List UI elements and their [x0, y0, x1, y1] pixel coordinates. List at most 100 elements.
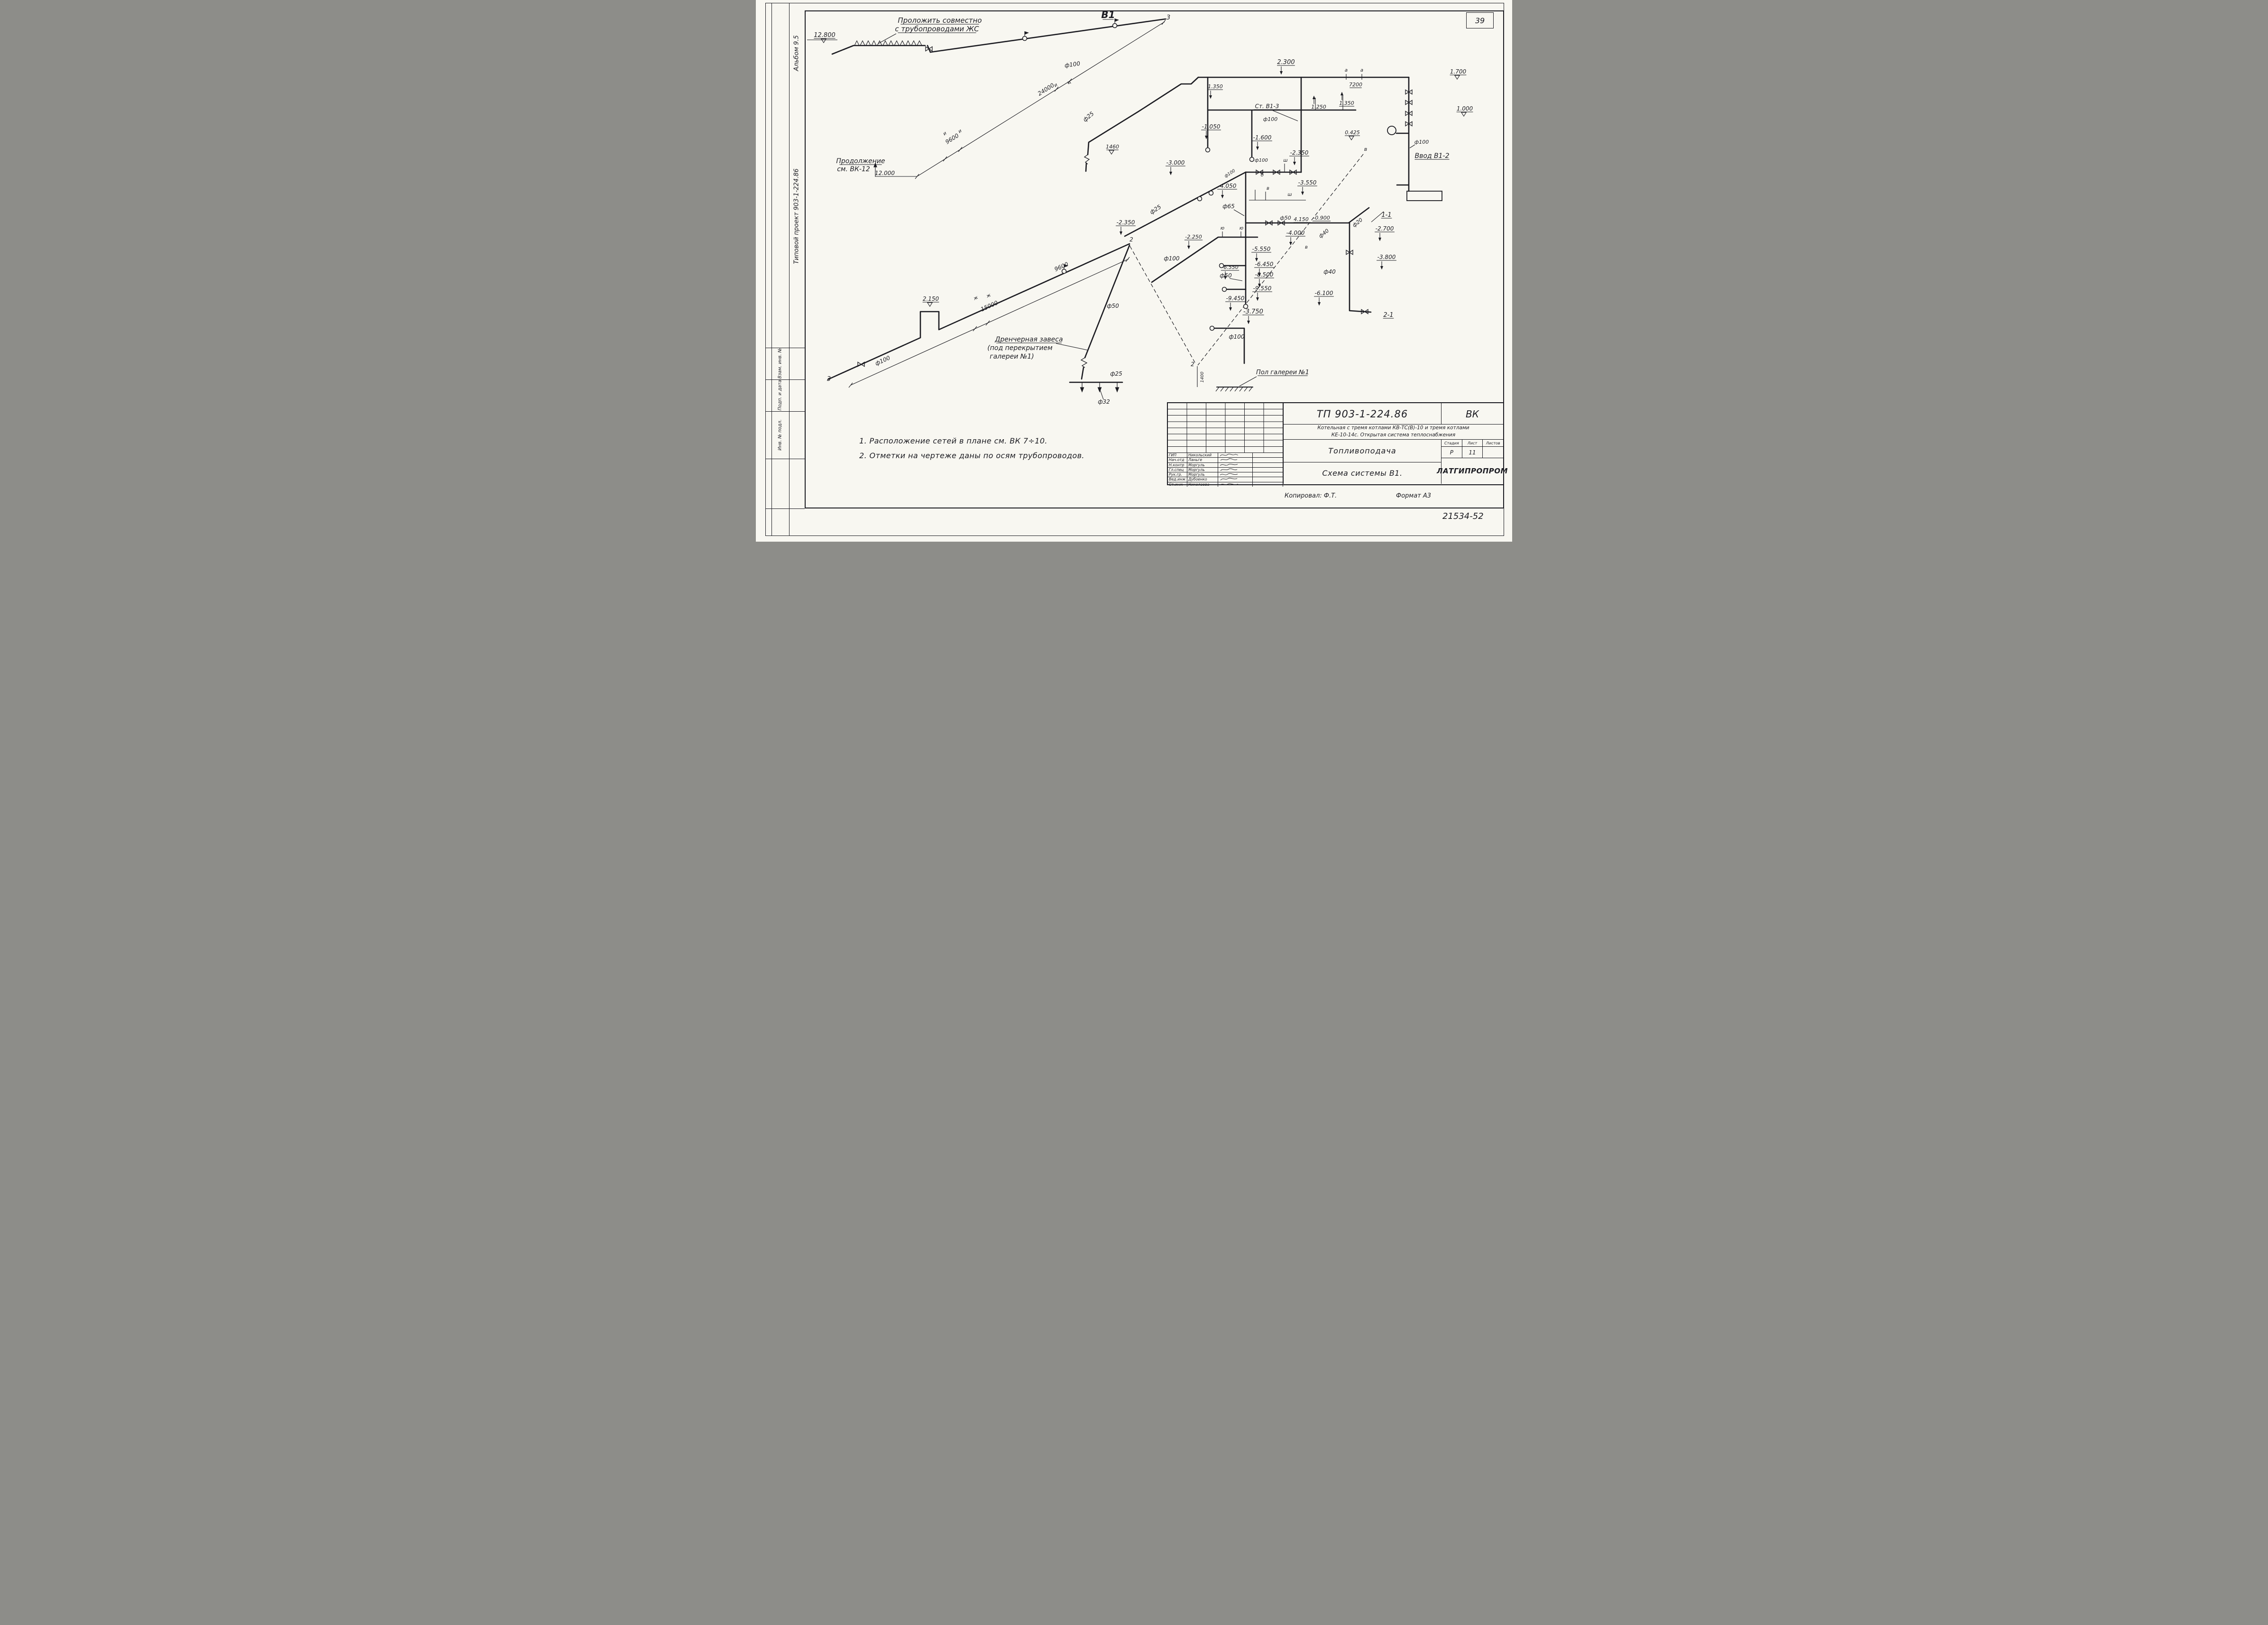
role: Рук.гр.	[1168, 472, 1187, 477]
format-label: Формат А3	[1396, 492, 1432, 499]
sidebar-cell-podp: Подп. и дата	[777, 379, 783, 411]
object-description-line2: КЕ-10-14с. Открытая система теплоснабжен…	[1331, 432, 1456, 438]
diagram-label: ш	[1283, 158, 1287, 163]
svg-text:2: 2	[1191, 361, 1194, 368]
person-name: Ланьге	[1187, 458, 1218, 462]
diagram-label: (под перекрытием	[987, 344, 1053, 352]
diagram-label: 9600	[1054, 261, 1070, 273]
signature-icon	[1220, 478, 1238, 480]
diagram-label: ф100	[1064, 60, 1081, 69]
diagram-label: 1400	[1200, 371, 1205, 382]
diagram-label: 2.150	[922, 295, 939, 307]
diagram-label: ф100	[1229, 333, 1245, 340]
svg-text:и: и	[942, 130, 948, 137]
pipe-break-icon	[1080, 154, 1090, 368]
diagram-label: а	[1360, 68, 1363, 73]
svg-text:ф100: ф100	[1414, 139, 1429, 145]
diagram-label: -2.350	[1289, 149, 1309, 166]
person-name: Моргуль	[1187, 467, 1218, 472]
stage-values: Р 11	[1442, 447, 1503, 458]
drencher-head-icon	[1197, 196, 1203, 202]
svg-text:см. ВК-12: см. ВК-12	[837, 166, 870, 173]
diagram-label: -8.500	[1254, 271, 1274, 287]
svg-text:3: 3	[1166, 14, 1170, 21]
svg-text:ф100: ф100	[1064, 60, 1081, 69]
svg-text:1.350: 1.350	[1208, 83, 1223, 90]
drencher-head-icon	[1209, 325, 1215, 331]
diagram-label: ф100	[1164, 255, 1180, 262]
sheets-label: Листов	[1486, 441, 1500, 445]
organization: ЛАТГИПРОПРОМ	[1437, 467, 1508, 475]
diagram-label: 1.700	[1450, 68, 1467, 80]
svg-text:ж: ж	[973, 295, 979, 302]
signature-row: Н.контр Моргуль	[1168, 462, 1283, 467]
diagram-label: 1.250	[1311, 95, 1326, 111]
svg-text:ф40: ф40	[1323, 268, 1336, 275]
diagram-label: 0.425	[1345, 129, 1360, 141]
svg-text:12.800: 12.800	[814, 32, 836, 39]
svg-text:ф25: ф25	[1110, 370, 1122, 377]
dimension-and-leader-lines	[807, 19, 1415, 400]
svg-text:-3.550: -3.550	[1298, 179, 1317, 186]
diagram-label: ф100	[874, 354, 891, 367]
date-cell	[1253, 458, 1283, 462]
signature	[1218, 467, 1253, 472]
svg-text:-8.500: -8.500	[1255, 271, 1274, 278]
diagram-label: ф50	[1280, 215, 1291, 221]
svg-text:15000: 15000	[980, 299, 999, 313]
signature-row: Ст.инж Николаева	[1168, 481, 1283, 487]
svg-text:-4.050: -4.050	[1218, 183, 1237, 189]
date-cell	[1253, 472, 1283, 477]
role: Нач.отд	[1168, 458, 1187, 462]
revision-grid	[1168, 403, 1283, 453]
drencher-head-icon	[1243, 304, 1249, 309]
svg-text:1.250: 1.250	[1311, 104, 1326, 110]
diagram-label: ф100	[1414, 139, 1429, 145]
svg-text:-4.000: -4.000	[1286, 230, 1305, 236]
diagram-label: ф40	[1323, 268, 1336, 275]
date-cell	[1253, 482, 1283, 487]
date-cell	[1253, 468, 1283, 472]
svg-text:и: и	[957, 128, 963, 134]
svg-text:ш: ш	[1283, 158, 1287, 163]
svg-text:Пол галереи №1: Пол галереи №1	[1256, 369, 1309, 376]
svg-text:в: в	[1305, 245, 1308, 250]
diagram-label: 1460	[1106, 144, 1119, 155]
sidebar-divider	[765, 508, 805, 509]
note-1: 1. Расположение сетей в плане см. ВК 7÷1…	[859, 436, 1047, 445]
svg-text:ю: ю	[1240, 226, 1243, 231]
flag-icons	[1025, 18, 1119, 268]
signature-rows: ГИП Никольский Нач.отд Ланьге Н.контр Мо…	[1168, 453, 1283, 487]
title-block: ГИП Никольский Нач.отд Ланьге Н.контр Мо…	[1167, 402, 1508, 487]
diagram-label: -2.350	[1116, 219, 1136, 235]
valve-icon	[1405, 121, 1413, 127]
svg-text:-5.550: -5.550	[1252, 246, 1271, 252]
diagram-label: ф25	[1110, 370, 1122, 377]
diagram-label: -2.250	[1184, 234, 1203, 249]
svg-text:24000: 24000	[1037, 82, 1056, 97]
diagram-label: в	[1267, 186, 1269, 191]
drencher-head-icon	[1061, 268, 1067, 274]
signature-icon	[1220, 468, 1238, 471]
diagram-label: с трубопроводами ЖС	[895, 25, 979, 33]
diagram-label: -9.450	[1225, 295, 1245, 311]
diagram-label: ж	[985, 293, 992, 299]
svg-text:а: а	[1360, 68, 1363, 73]
stage-label: Стадия	[1442, 440, 1462, 446]
svg-text:1.000: 1.000	[1457, 105, 1473, 112]
diagram-label: 7200	[1349, 82, 1362, 88]
hatch-marks	[854, 40, 1253, 392]
svg-text:В1: В1	[1101, 10, 1115, 20]
drawing-title: Схема системы В1.	[1284, 462, 1442, 484]
svg-text:а: а	[1345, 68, 1348, 73]
sheets-value	[1483, 447, 1503, 458]
sidebar-rule-1	[771, 3, 772, 536]
svg-text:9600: 9600	[1054, 261, 1070, 273]
diagram-label: -1.600	[1252, 134, 1272, 150]
valve-icon	[1265, 220, 1273, 226]
valve-icon	[1273, 169, 1280, 175]
diagram-label: -6.550	[1221, 264, 1240, 280]
diagram-label: в	[1305, 245, 1308, 250]
diagram-label: ф50	[1107, 303, 1119, 309]
valve-icon	[1346, 249, 1353, 255]
